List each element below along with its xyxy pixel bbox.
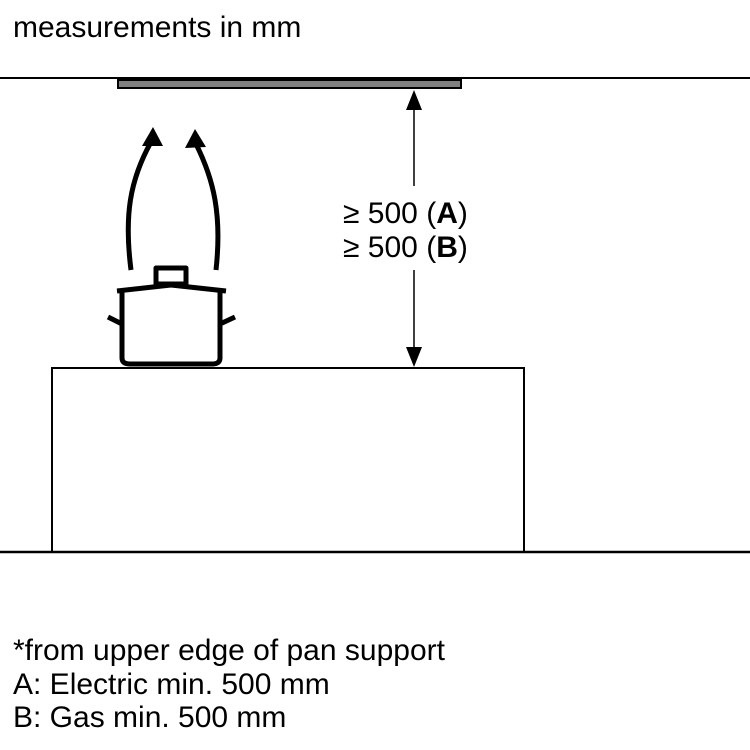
dimension-label-a: ≥ 500 (A)	[343, 197, 468, 230]
arrow-down-icon	[406, 347, 422, 367]
arrowhead-right-icon	[185, 129, 206, 148]
note-pan-support: *from upper edge of pan support	[13, 634, 446, 667]
arrowhead-left-icon	[142, 127, 163, 146]
note-gas: B: Gas min. 500 mm	[13, 701, 286, 734]
countertop	[51, 367, 525, 553]
dimension-label-b: ≥ 500 (B)	[343, 231, 468, 264]
dimension-arrow	[406, 90, 422, 367]
arrow-up-icon	[406, 90, 422, 110]
steam-arrow-left	[125, 140, 154, 271]
pot-icon	[106, 265, 237, 367]
steam-arrow-right	[193, 142, 221, 271]
note-electric: A: Electric min. 500 mm	[13, 668, 330, 701]
hood-panel	[117, 79, 462, 89]
steam-arrows-icon	[125, 140, 221, 271]
measurements-title: measurements in mm	[13, 11, 301, 44]
